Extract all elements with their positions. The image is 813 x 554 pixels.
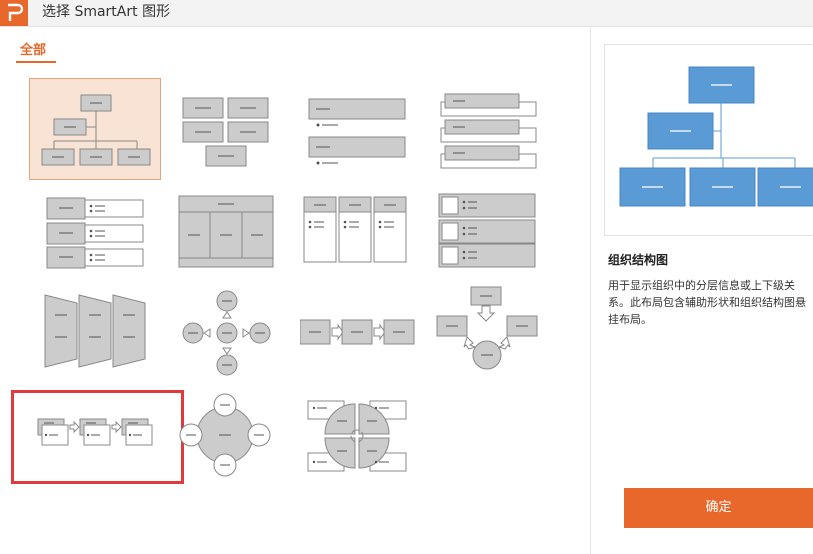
tab-all[interactable]: 全部 bbox=[20, 43, 47, 58]
title-bar: 选择 SmartArt 图形 bbox=[0, 0, 813, 27]
smartart-basic-block-list[interactable] bbox=[171, 78, 303, 180]
smartart-radial-list[interactable] bbox=[171, 383, 303, 485]
ok-button[interactable]: 确定 bbox=[624, 488, 813, 528]
smartart-stacked-list[interactable] bbox=[433, 78, 565, 180]
smartart-organization-chart[interactable] bbox=[29, 78, 161, 180]
smartart-picture-list[interactable] bbox=[433, 185, 565, 287]
preview-title: 组织结构图 bbox=[608, 253, 669, 267]
smartart-basic-process[interactable] bbox=[300, 285, 432, 387]
smartart-radial-cycle[interactable] bbox=[171, 285, 303, 387]
panel-divider bbox=[590, 26, 591, 554]
smartart-trapezoid-list[interactable] bbox=[29, 285, 161, 387]
wps-presentation-logo-icon bbox=[0, 0, 28, 26]
smartart-vertical-bullet-list[interactable] bbox=[300, 78, 432, 180]
dialog-title: 选择 SmartArt 图形 bbox=[42, 4, 171, 20]
smartart-step-process[interactable] bbox=[11, 390, 184, 484]
smartart-table-hierarchy[interactable] bbox=[171, 185, 303, 287]
tab-active-indicator bbox=[16, 61, 56, 63]
smartart-preview-image bbox=[604, 44, 813, 236]
preview-description: 用于显示组织中的分层信息或上下级关系。此布局包含辅助形状和组织结构图悬挂布局。 bbox=[608, 279, 806, 326]
smartart-matrix-cycle[interactable] bbox=[300, 383, 432, 485]
smartart-vertical-box-list[interactable] bbox=[29, 185, 161, 287]
smartart-vertical-bracket-list[interactable] bbox=[300, 185, 432, 287]
smartart-converging-arrows[interactable] bbox=[433, 285, 565, 387]
